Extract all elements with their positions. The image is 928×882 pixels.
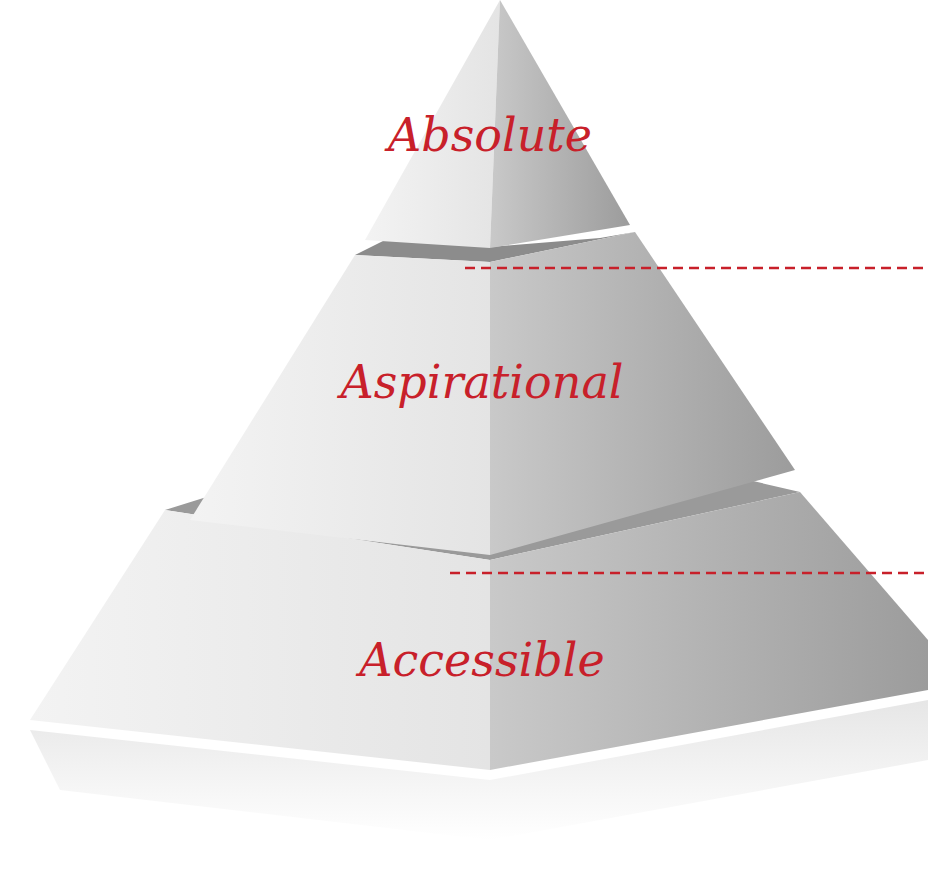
pyramid-tier: Accessible xyxy=(351,631,612,690)
tier-label: Aspirational xyxy=(340,357,623,408)
tier-label: Absolute xyxy=(388,110,592,161)
pyramid-tier: Aspirational xyxy=(332,353,631,412)
tier-label: Accessible xyxy=(359,635,604,686)
pyramid-tier: Absolute xyxy=(380,106,600,165)
